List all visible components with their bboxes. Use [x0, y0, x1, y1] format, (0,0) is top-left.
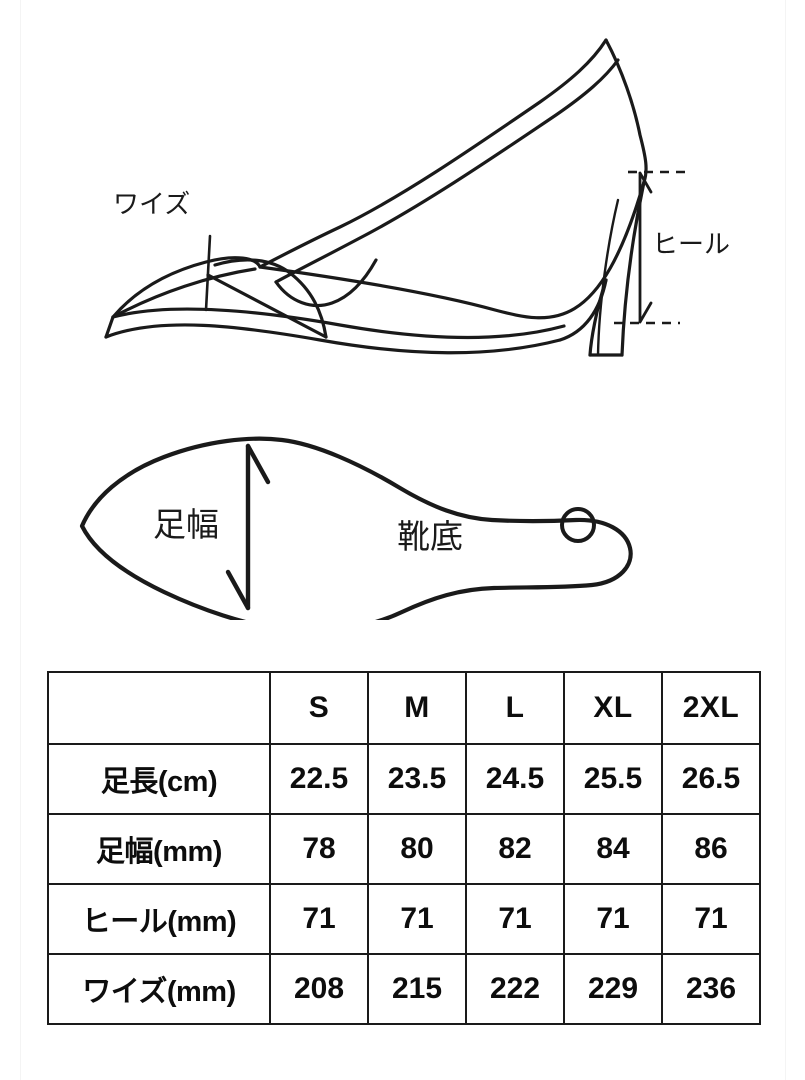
shoe-topline-path: [258, 38, 608, 269]
foot-width-label: 足幅: [153, 506, 219, 543]
row-label-foot-width: 足幅(mm): [47, 813, 271, 885]
size-table-header: S M L XL 2XL: [47, 671, 761, 745]
shoe-sole-diagram: 足幅 靴底: [79, 436, 633, 620]
heel-height-s: 71: [269, 883, 369, 955]
foot-width-l: 82: [465, 813, 565, 885]
shoe-toecap-seam-path: [206, 273, 328, 339]
heel-height-l: 71: [465, 883, 565, 955]
page-frame-left-rule: [20, 0, 21, 1080]
foot-length-2xl: 26.5: [661, 743, 761, 815]
shoe-quarter-bottom-path: [258, 180, 646, 320]
shoe-inner-topline-path: [274, 58, 620, 284]
shoe-heel-counter-path: [604, 38, 648, 184]
shoe-sole-bottom-path: [104, 323, 562, 355]
size-table-body: 足長(cm) 22.5 23.5 24.5 25.5 26.5 足幅(mm) 7…: [47, 743, 761, 1025]
size-chart-table: S M L XL 2XL 足長(cm) 22.5 23.5 24.5 25.5 …: [47, 671, 761, 1025]
heel-dimension-arrowhead-bottom: [638, 301, 653, 324]
table-row: 足長(cm) 22.5 23.5 24.5 25.5 26.5: [47, 743, 761, 815]
waise-m: 215: [367, 953, 467, 1025]
shoe-outline-group: [104, 38, 648, 357]
foot-width-m: 80: [367, 813, 467, 885]
shoe-width-label: ワイズ: [113, 189, 190, 219]
table-row: 足幅(mm) 78 80 82 84 86: [47, 813, 761, 885]
row-label-heel-height: ヒール(mm): [47, 883, 271, 955]
heel-height-xl: 71: [563, 883, 663, 955]
sole-heel-hole-icon: [560, 507, 596, 543]
table-corner-cell: [47, 671, 271, 745]
table-header-row: S M L XL 2XL: [47, 671, 761, 745]
shoe-vamp-throat-path: [274, 258, 378, 308]
foot-width-2xl: 86: [661, 813, 761, 885]
heel-height-m: 71: [367, 883, 467, 955]
size-header-s: S: [269, 671, 369, 745]
waise-s: 208: [269, 953, 369, 1025]
waise-l: 222: [465, 953, 565, 1025]
foot-length-s: 22.5: [269, 743, 369, 815]
foot-length-l: 24.5: [465, 743, 565, 815]
shoe-vamp-seam-path: [213, 258, 328, 339]
waise-xl: 229: [563, 953, 663, 1025]
size-header-2xl: 2XL: [661, 671, 761, 745]
sole-outline-path: [79, 436, 633, 620]
foot-width-dimension-arrow: [225, 443, 271, 611]
shoe-sole-welt-path: [111, 307, 566, 340]
size-header-l: L: [465, 671, 565, 745]
page-frame-right-rule: [785, 0, 786, 1080]
shoe-toe-tip-edge-path: [104, 315, 115, 339]
foot-width-arrowhead-top: [245, 443, 271, 485]
shoe-side-view-diagram: ワイズ ヒール: [104, 38, 730, 357]
foot-width-arrowhead-bottom: [225, 569, 251, 611]
foot-width-xl: 84: [563, 813, 663, 885]
table-row: ワイズ(mm) 208 215 222 229 236: [47, 953, 761, 1025]
foot-length-xl: 25.5: [563, 743, 663, 815]
size-header-m: M: [367, 671, 467, 745]
waise-2xl: 236: [661, 953, 761, 1025]
foot-width-s: 78: [269, 813, 369, 885]
heel-dimension-arrowhead-top: [638, 171, 653, 194]
heel-dimension-annotation: [614, 170, 692, 325]
sole-label: 靴底: [397, 518, 463, 555]
row-label-waise: ワイズ(mm): [47, 953, 271, 1025]
table-row: ヒール(mm) 71 71 71 71 71: [47, 883, 761, 955]
size-header-xl: XL: [563, 671, 663, 745]
shoe-width-leader-line: [204, 234, 212, 312]
row-label-foot-length: 足長(cm): [47, 743, 271, 815]
shoe-outsole-top-edge-path: [111, 267, 257, 319]
shoe-heel-label: ヒール: [652, 229, 730, 259]
foot-length-m: 23.5: [367, 743, 467, 815]
shoe-heel-inner-line-path: [596, 198, 620, 357]
heel-height-2xl: 71: [661, 883, 761, 955]
